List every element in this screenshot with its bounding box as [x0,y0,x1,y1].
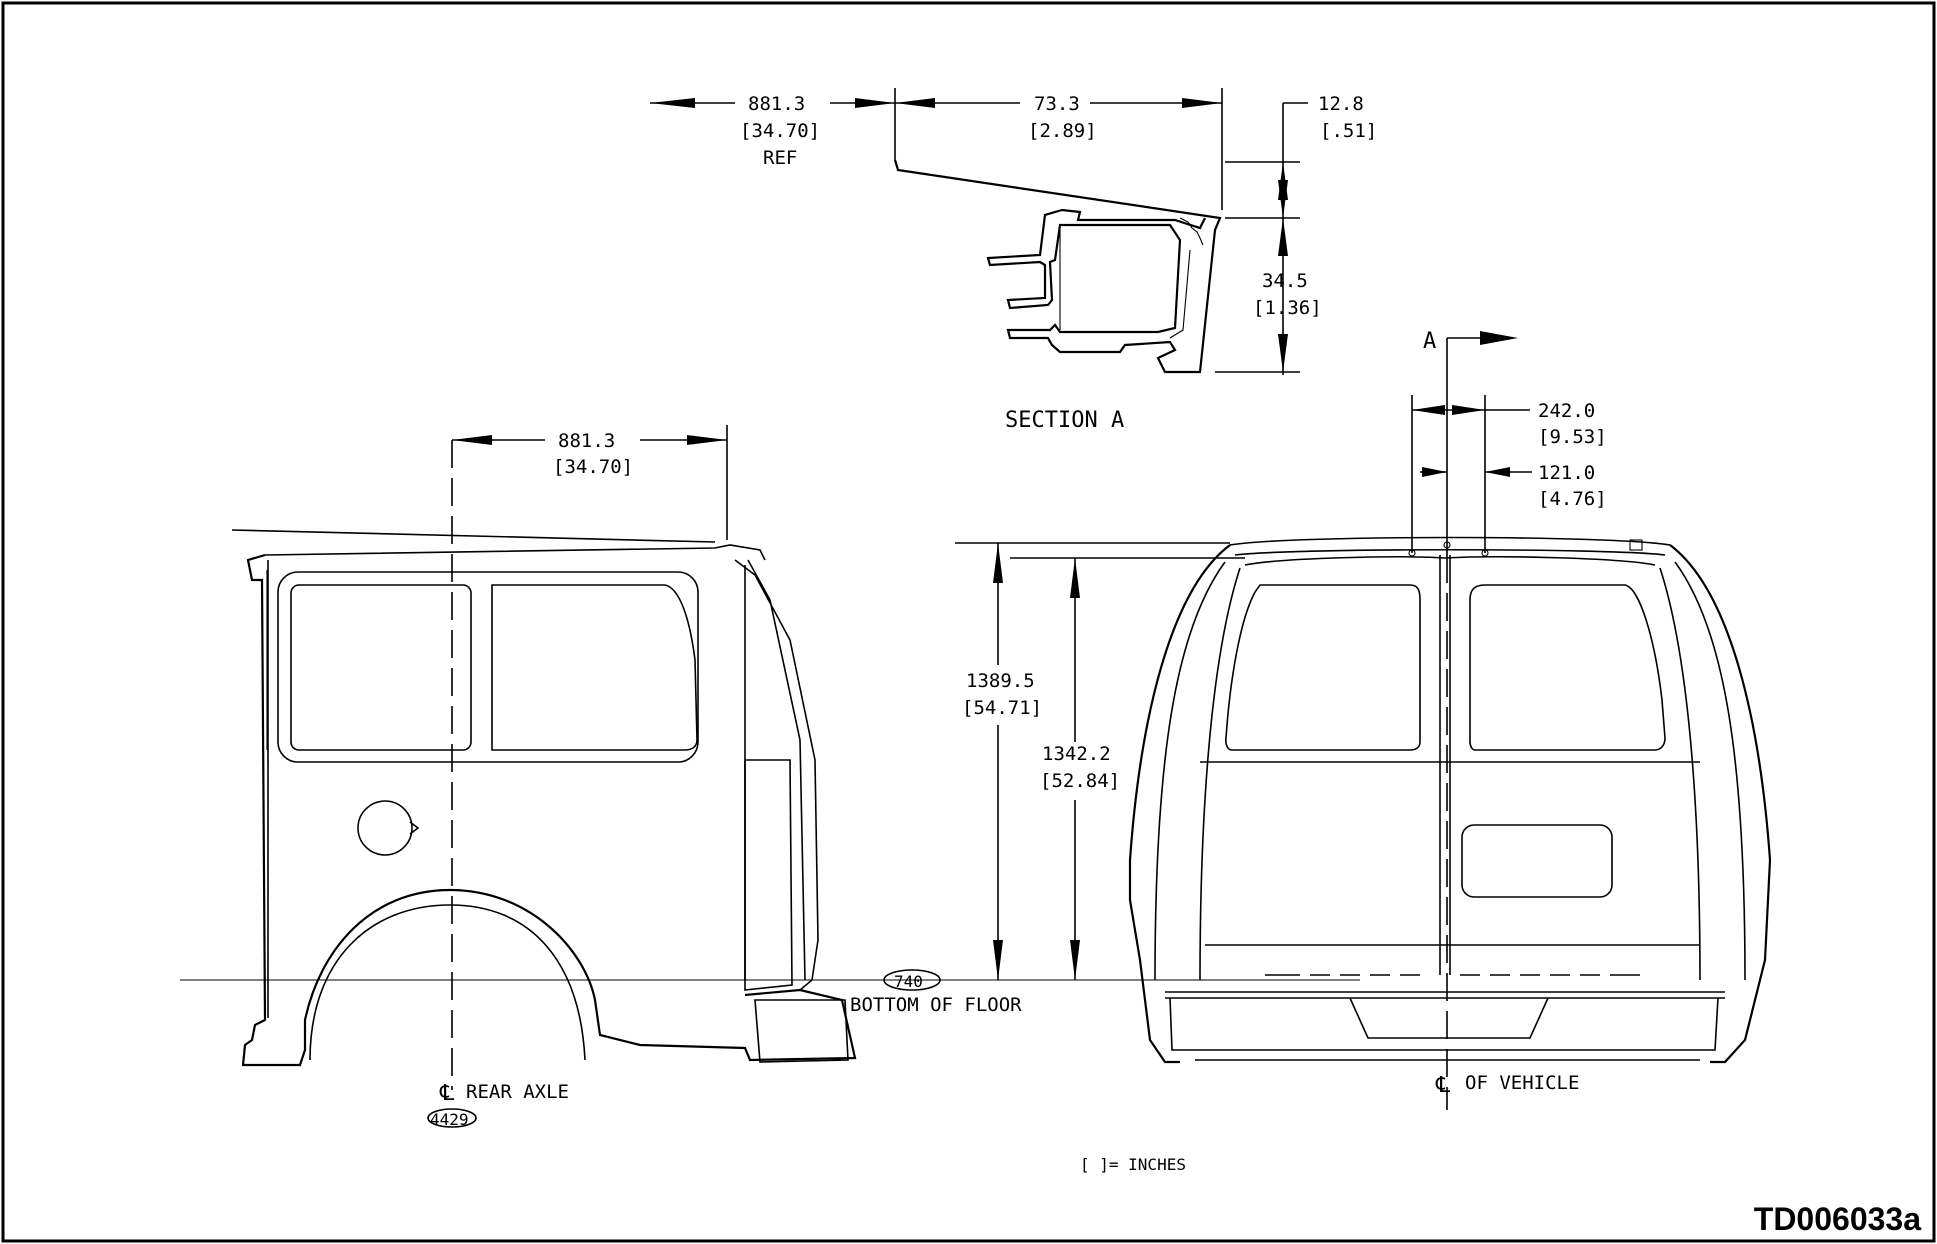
rear-outer-dim-mm: 242.0 [1538,400,1595,422]
rear-total-height-in: [54.71] [962,697,1042,719]
rear-inner-dim-in: [4.76] [1538,488,1607,510]
section-top-dim-mm: 12.8 [1318,93,1364,115]
vehicle-cl-symbol: ℄ [1435,1073,1451,1098]
rear-height-in: [52.84] [1040,770,1120,792]
floor-ref: 740 [894,972,923,991]
side-axle-cl-symbol: ℄ [439,1081,455,1106]
section-ref-dim-mm: 881.3 [748,93,805,115]
section-a-detail: 881.3 [34.70] REF 73.3 [2.89] 12.8 [.51]… [650,88,1377,433]
section-height-dim-mm: 34.5 [1262,270,1308,292]
section-width-dim-in: [2.89] [1028,120,1097,142]
side-view: 881.3 [34.70] ℄ REAR AXLE 4429 740 [180,425,1360,1129]
bottom-of-floor-label: BOTTOM OF FLOOR [850,994,1022,1016]
side-axle-dim-mm: 881.3 [558,430,615,452]
section-ref-dim-in: [34.70] [740,120,820,142]
rear-inner-dim-mm: 121.0 [1538,462,1595,484]
section-width-dim-mm: 73.3 [1034,93,1080,115]
figure-id: TD006033a [1753,1201,1921,1237]
rear-view: A 242.0 [9.53] 121.0 [4.76] 1389.5 [54.7… [955,329,1772,1110]
section-top-dim-in: [.51] [1320,120,1377,142]
side-axle-dim-in: [34.70] [553,456,633,478]
section-ref-note: REF [763,147,797,169]
rear-axle-ref: 4429 [430,1110,469,1129]
vehicle-centerline-label: OF VEHICLE [1465,1072,1579,1094]
rear-height-mm: 1342.2 [1042,743,1111,765]
rear-total-height-mm: 1389.5 [966,670,1035,692]
section-marker: A [1423,329,1436,354]
section-height-dim-in: [1.36] [1253,297,1322,319]
section-title: SECTION A [1005,408,1124,433]
rear-outer-dim-in: [9.53] [1538,426,1607,448]
units-legend: [ ]= INCHES [1080,1155,1186,1174]
rear-axle-label: REAR AXLE [466,1081,569,1103]
